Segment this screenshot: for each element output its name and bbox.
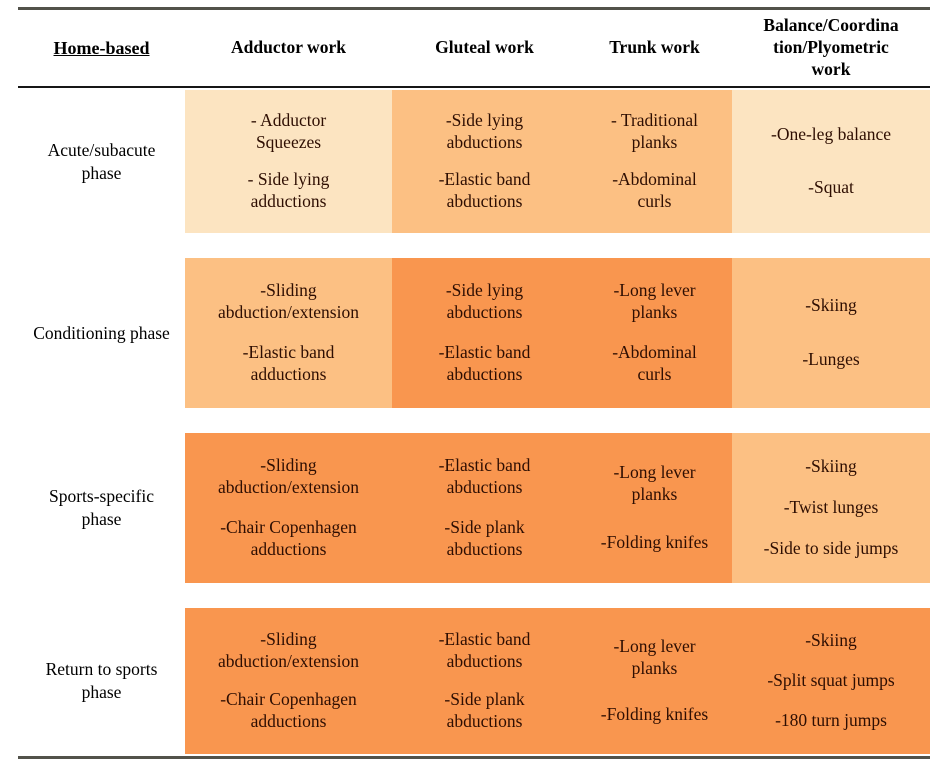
exercise-item: -Folding knifes [600,704,709,724]
exercise-item: -Folding knifes [600,531,709,552]
cell-gluteal: -Elastic band abductions -Side plank abd… [392,433,577,583]
cell-adductor: -Sliding abduction/extension -Elastic ba… [185,258,392,408]
cell-balance: -Skiing -Lunges [732,258,930,408]
exercise-item: -Skiing [805,456,857,477]
cell-adductor: -Sliding abduction/extension -Chair Cope… [185,608,392,754]
exercise-item: -Side lying abductions [445,109,524,152]
exercise-item: -Abdominal curls [612,342,697,384]
exercise-item: -Skiing [805,294,857,315]
exercise-item: -Side lying abductions [445,280,524,323]
cell-trunk: -Long lever planks -Folding knifes [577,608,732,754]
cell-gluteal: -Side lying abductions -Elastic band abd… [392,90,577,233]
cell-adductor: -Sliding abduction/extension -Chair Cope… [185,433,392,583]
exercise-item: -Chair Copenhagen adductions [220,689,357,732]
exercise-item: -Long lever planks [613,280,696,323]
header-home-based: Home-based [53,37,150,58]
cell-trunk: - Traditional planks -Abdominal curls [577,90,732,233]
exercise-item: -Sliding abduction/extension [218,455,359,498]
cell-balance: -Skiing -Split squat jumps -180 turn jum… [732,608,930,754]
exercise-item: -Long lever planks [613,462,696,505]
exercise-item: - Traditional planks [610,109,699,152]
header-trunk-work: Trunk work [609,37,700,58]
phase-label: Return to sports phase [18,608,185,754]
header-gluteal-work: Gluteal work [435,37,534,58]
exercise-item: -Sliding abduction/extension [218,628,359,671]
table-row-acute-subacute: Acute/subacute phase - Adductor Squeezes… [18,90,930,233]
exercise-item: -180 turn jumps [775,710,887,731]
header-separator-rule [18,86,930,88]
exercise-item: -Side to side jumps [763,538,899,559]
exercise-item: -Elastic band abductions [438,628,531,671]
exercise-item: -Elastic band adductions [242,342,335,384]
cell-gluteal: -Elastic band abductions -Side plank abd… [392,608,577,754]
exercise-item: -Side plank abductions [444,517,525,559]
exercise-item: -Sliding abduction/extension [218,280,359,323]
table-row-sports-specific: Sports-specific phase -Sliding abduction… [18,433,930,583]
exercise-item: -Squat [808,176,854,197]
phase-label: Sports-specific phase [18,433,185,583]
phase-label: Conditioning phase [18,258,185,408]
cell-balance: -One-leg balance -Squat [732,90,930,233]
exercise-item: -Side plank abductions [444,689,525,732]
exercise-item: -Elastic band abductions [438,169,531,212]
header-balance-coordination-plyometric-work: Balance/Coordina tion/Plyometric work [763,15,899,79]
table-bottom-rule [18,756,930,759]
cell-trunk: -Long lever planks -Abdominal curls [577,258,732,408]
exercise-item: -Twist lunges [783,497,879,518]
exercise-item: -One-leg balance [771,124,891,145]
header-adductor-work: Adductor work [231,37,346,58]
exercise-table: Home-based Adductor work Gluteal work Tr… [18,7,930,759]
exercise-item: -Skiing [805,630,857,651]
exercise-item: -Chair Copenhagen adductions [220,517,357,559]
table-top-rule [18,7,930,10]
cell-gluteal: -Side lying abductions -Elastic band abd… [392,258,577,408]
table-row-conditioning: Conditioning phase -Sliding abduction/ex… [18,258,930,408]
cell-trunk: -Long lever planks -Folding knifes [577,433,732,583]
exercise-item: -Elastic band abductions [438,342,531,384]
exercise-item: -Lunges [802,349,860,370]
exercise-item: - Adductor Squeezes [250,109,327,152]
cell-balance: -Skiing -Twist lunges -Side to side jump… [732,433,930,583]
exercise-item: -Abdominal curls [612,169,697,212]
exercise-item: -Long lever planks [613,636,696,678]
exercise-item: - Side lying adductions [247,169,330,212]
exercise-item: -Split squat jumps [767,670,895,691]
table-row-return-to-sports: Return to sports phase -Sliding abductio… [18,608,930,754]
table-header-row: Home-based Adductor work Gluteal work Tr… [18,10,930,86]
phase-label: Acute/subacute phase [18,90,185,233]
exercise-item: -Elastic band abductions [438,455,531,498]
cell-adductor: - Adductor Squeezes - Side lying adducti… [185,90,392,233]
